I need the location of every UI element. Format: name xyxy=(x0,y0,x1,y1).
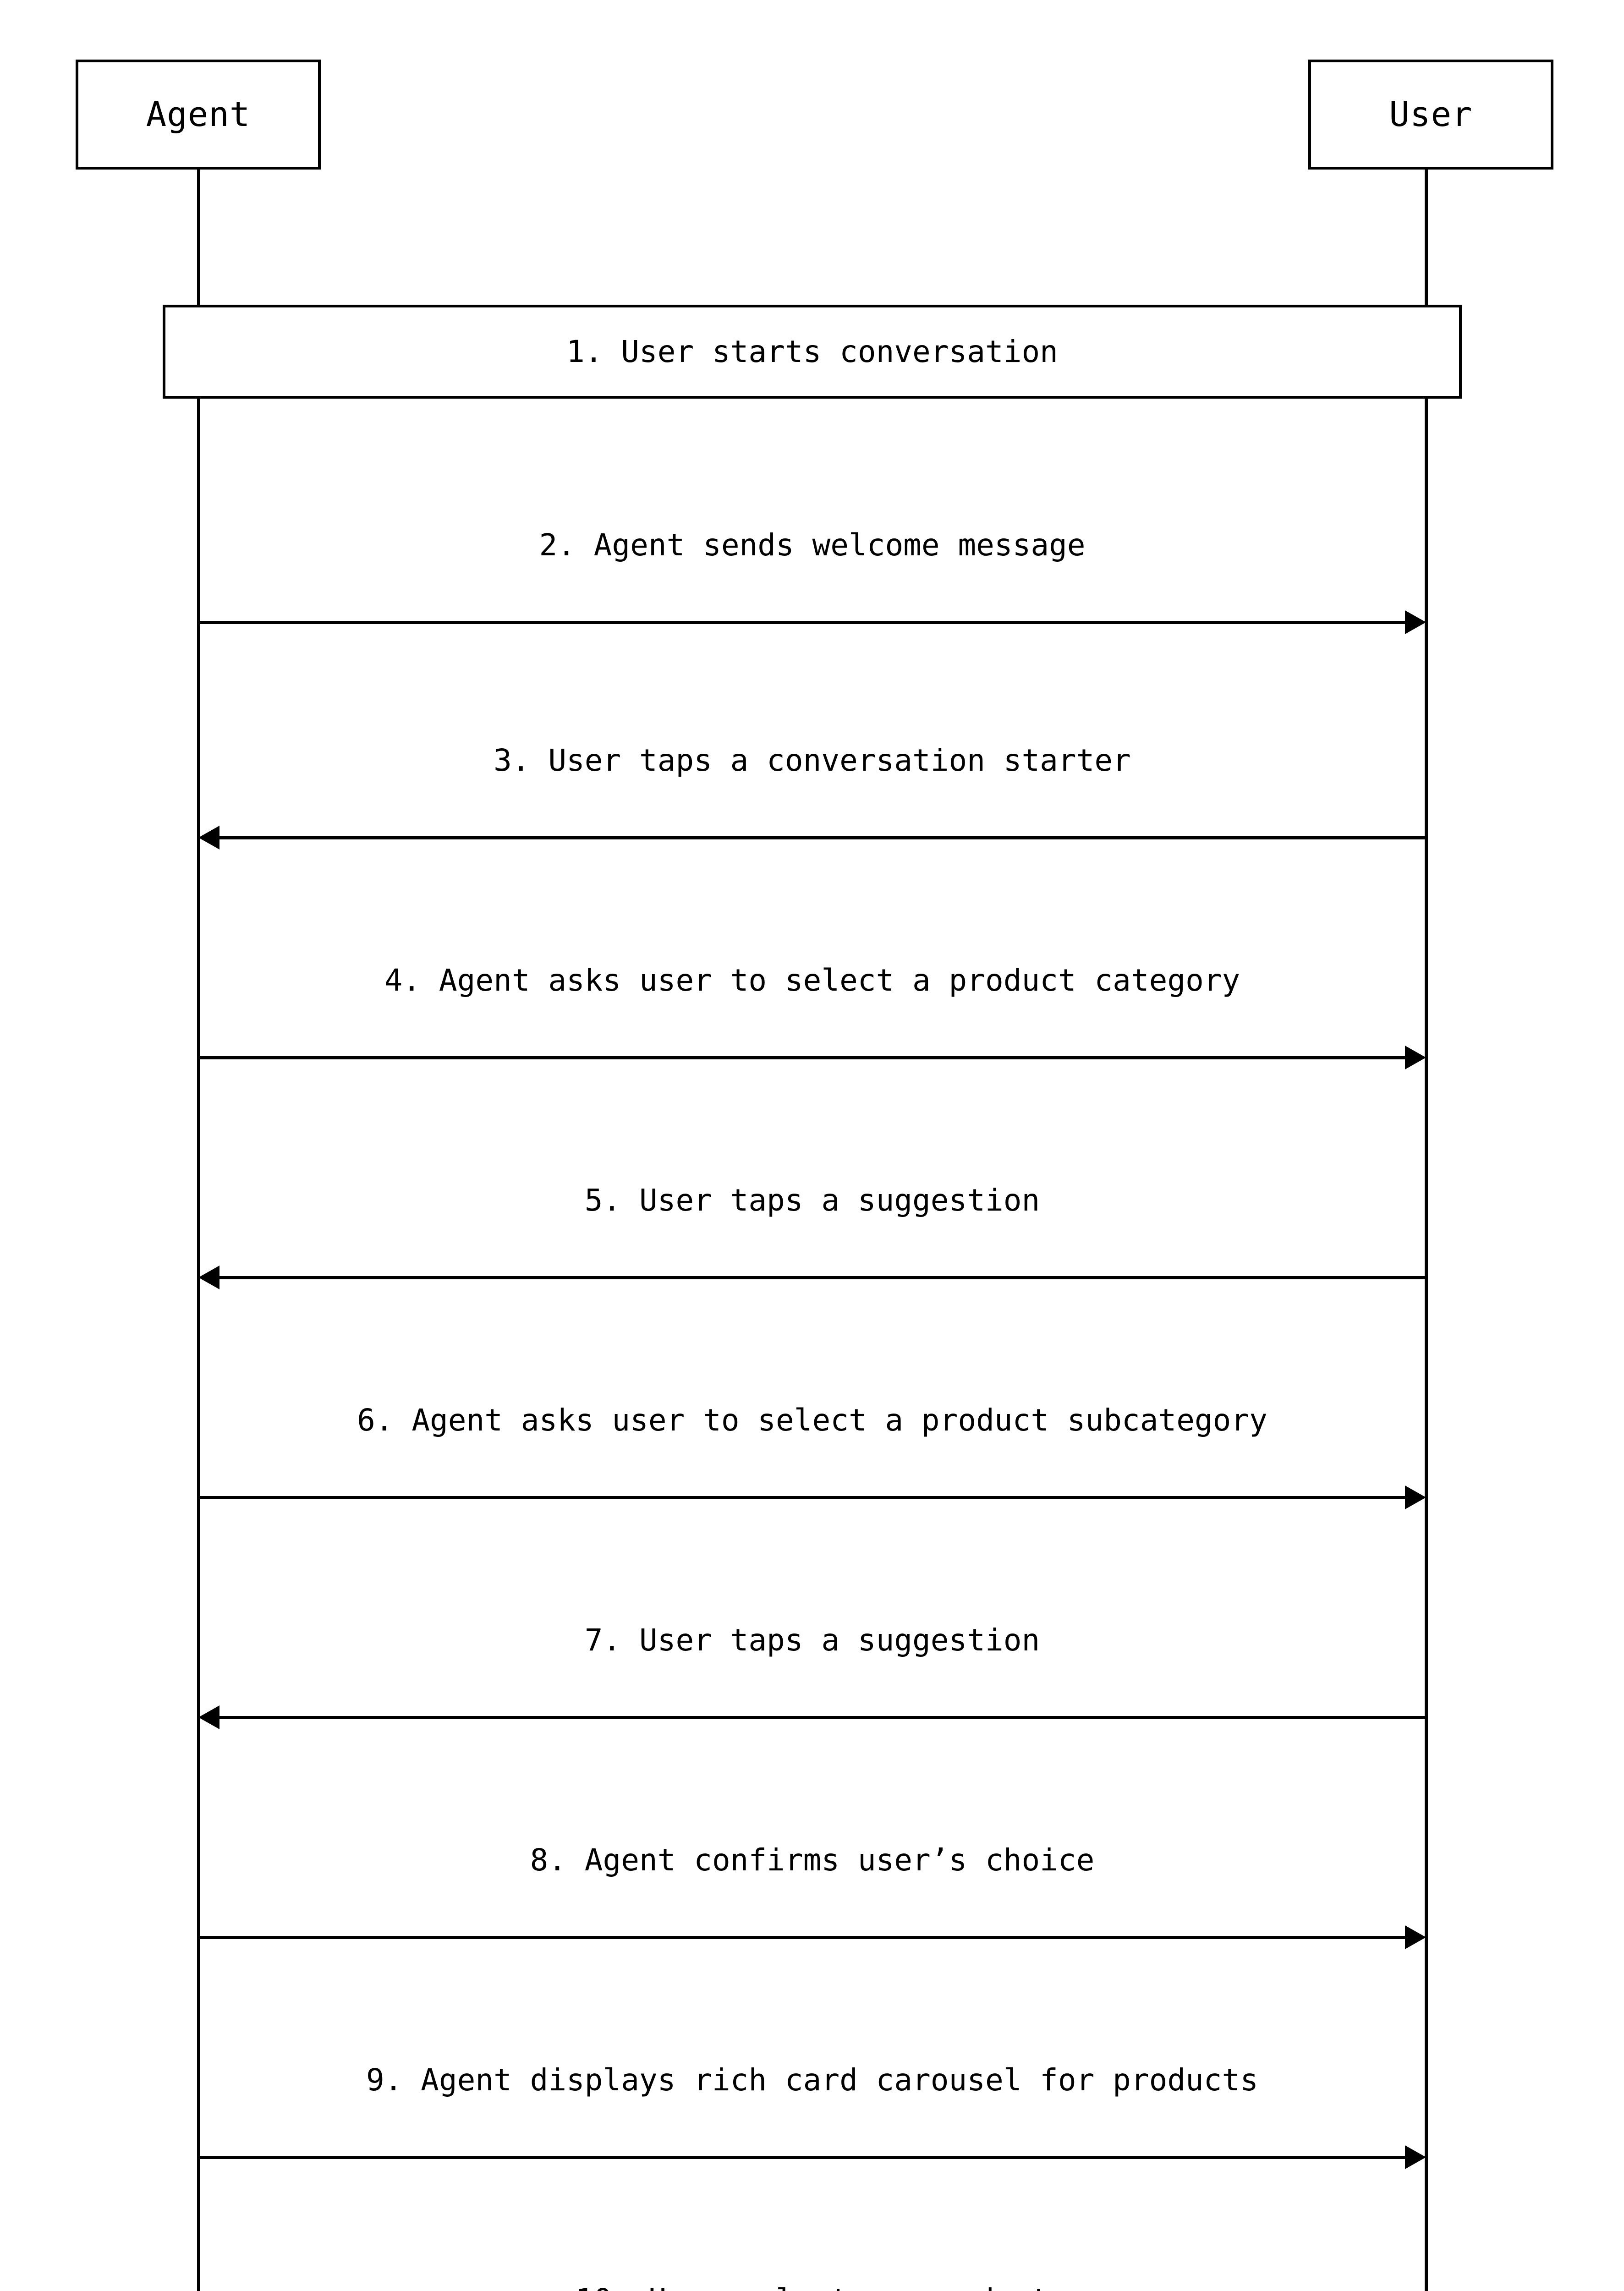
lifeline-agent xyxy=(197,170,200,2291)
message-9-label: 9. Agent displays rich card carousel for… xyxy=(366,2062,1259,2098)
lifeline-user xyxy=(1425,170,1428,2291)
message-10-label: 10. User selects a product xyxy=(198,2282,1426,2291)
message-5[interactable]: 5. User taps a suggestion xyxy=(198,1182,1426,1289)
message-9[interactable]: 9. Agent displays rich card carousel for… xyxy=(198,2062,1426,2169)
message-3-line xyxy=(219,836,1426,839)
message-10[interactable]: 10. User selects a product xyxy=(198,2282,1426,2291)
message-6[interactable]: 6. Agent asks user to select a product s… xyxy=(198,1402,1426,1509)
message-5-line xyxy=(219,1276,1426,1279)
message-3[interactable]: 3. User taps a conversation starter xyxy=(198,742,1426,850)
message-2-arrowhead xyxy=(1405,610,1426,634)
message-2[interactable]: 2. Agent sends welcome message xyxy=(198,527,1426,634)
message-4-line xyxy=(198,1056,1405,1059)
message-2-line xyxy=(198,621,1405,624)
message-3-arrowhead xyxy=(198,826,219,850)
message-4-arrowhead xyxy=(1405,1046,1426,1069)
message-8-line xyxy=(198,1936,1405,1939)
message-8-label: 8. Agent confirms user’s choice xyxy=(530,1842,1095,1878)
participant-header-agent-label: Agent xyxy=(146,95,251,134)
message-6-line xyxy=(198,1496,1405,1499)
message-6-label: 6. Agent asks user to select a product s… xyxy=(357,1403,1267,1438)
message-9-line xyxy=(198,2156,1405,2159)
message-5-label: 5. User taps a suggestion xyxy=(584,1183,1040,1218)
message-5-arrowhead xyxy=(198,1266,219,1289)
message-7-arrowhead xyxy=(198,1705,219,1729)
participant-header-agent[interactable]: Agent xyxy=(76,60,321,170)
participant-header-user-label: User xyxy=(1389,95,1473,134)
message-3-label: 3. User taps a conversation starter xyxy=(494,743,1131,778)
message-4-label: 4. Agent asks user to select a product c… xyxy=(384,963,1240,998)
message-7[interactable]: 7. User taps a suggestion xyxy=(198,1622,1426,1729)
message-2-label: 2. Agent sends welcome message xyxy=(539,527,1086,563)
message-1-box[interactable]: 1. User starts conversation xyxy=(163,305,1462,399)
message-6-arrowhead xyxy=(1405,1485,1426,1509)
message-7-label: 7. User taps a suggestion xyxy=(584,1622,1040,1658)
message-8-arrowhead xyxy=(1405,1925,1426,1949)
participant-header-user[interactable]: User xyxy=(1308,60,1553,170)
message-9-arrowhead xyxy=(1405,2145,1426,2169)
message-4[interactable]: 4. Agent asks user to select a product c… xyxy=(198,962,1426,1069)
message-7-line xyxy=(219,1716,1426,1719)
message-8[interactable]: 8. Agent confirms user’s choice xyxy=(198,1842,1426,1949)
message-1-label: 1. User starts conversation xyxy=(566,334,1058,369)
